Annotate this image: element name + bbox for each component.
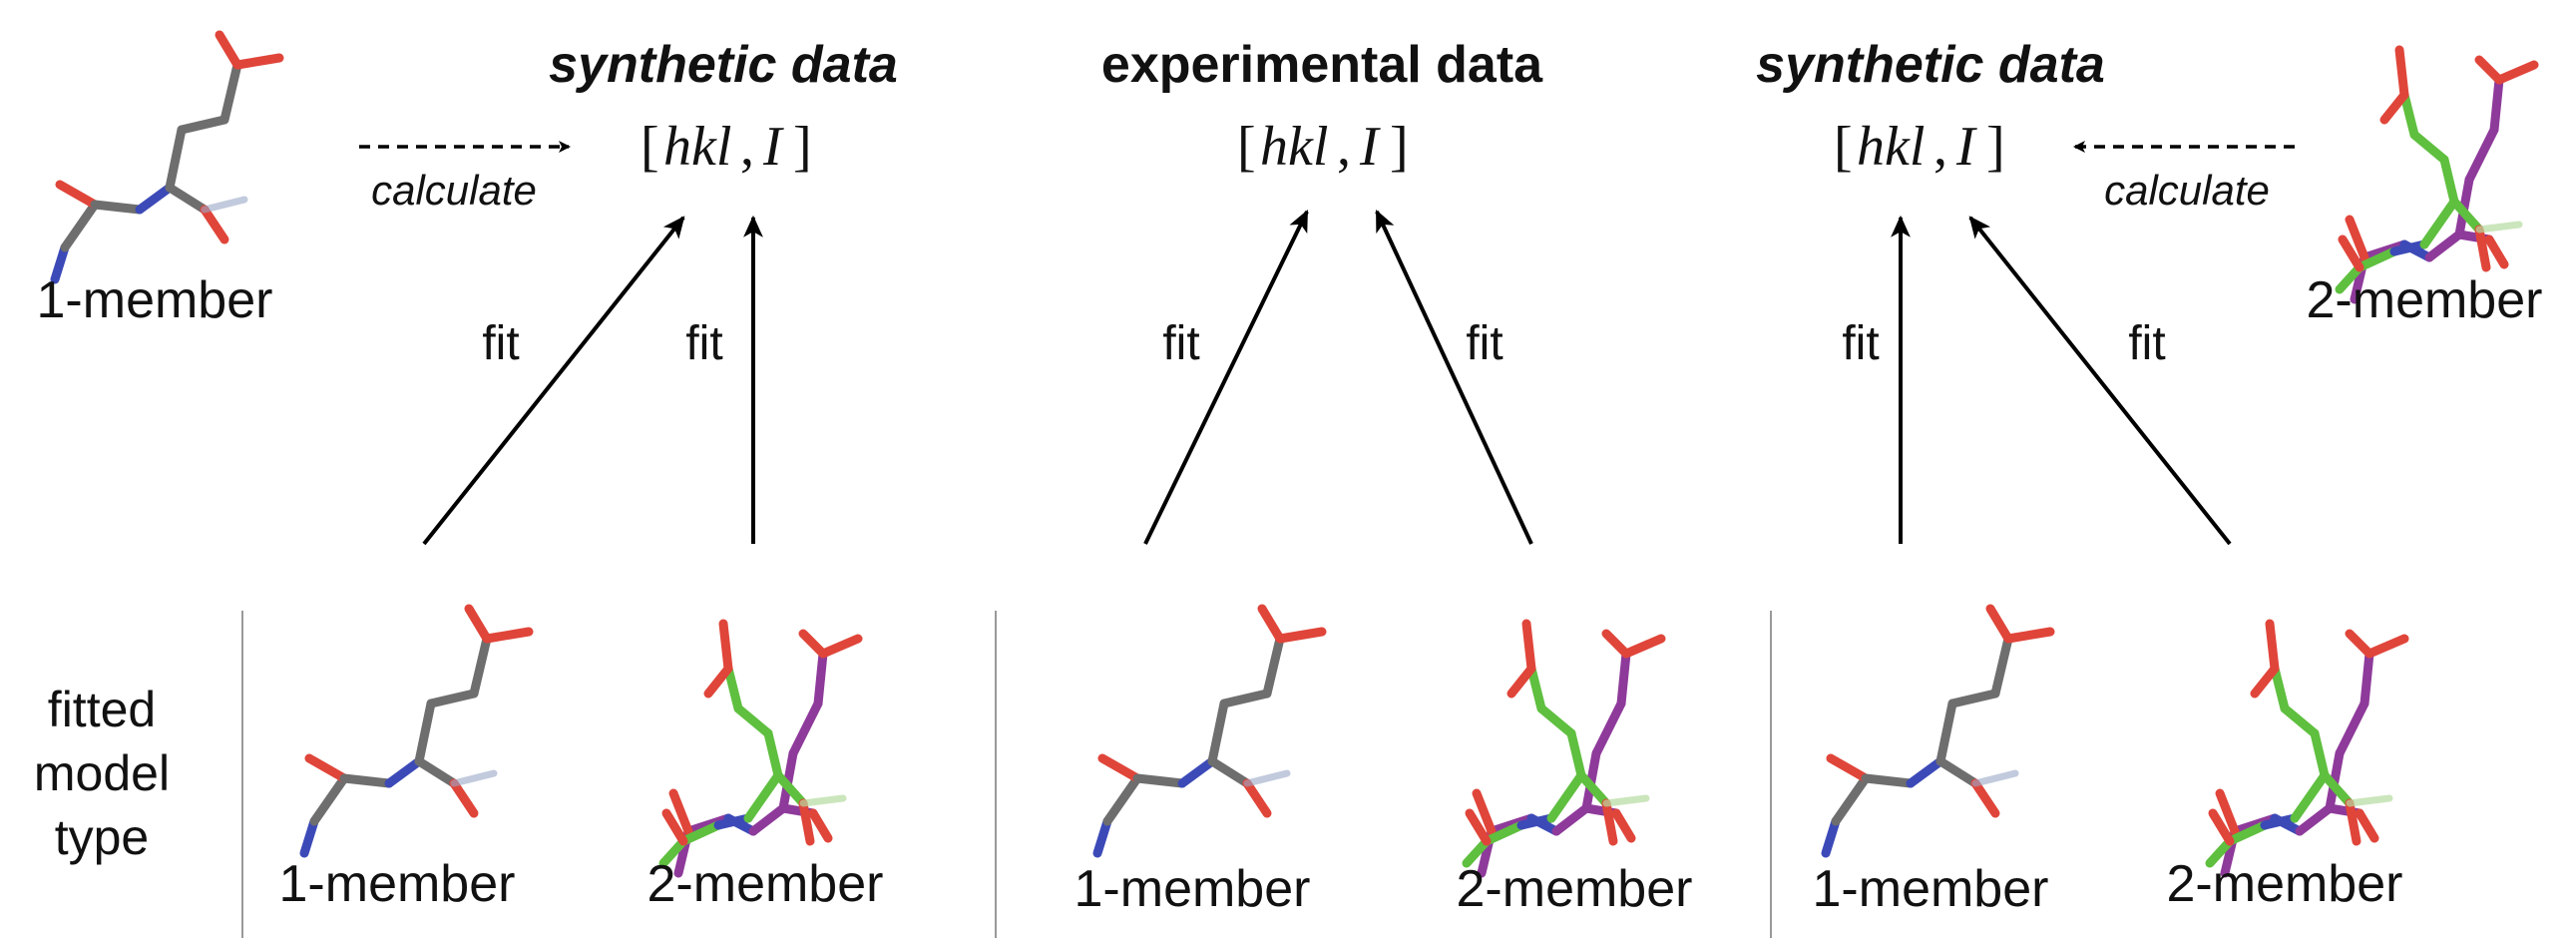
fit-arrow-3	[1143, 210, 1309, 545]
fit-arrow-4	[1375, 210, 1533, 545]
fitted-label-3: 1-member	[1074, 860, 1311, 918]
header-right: synthetic data	[1756, 36, 2105, 94]
svg-text:I: I	[1359, 116, 1381, 178]
fitted-label-5: 1-member	[1813, 860, 2049, 918]
fitted-label-6: 2-member	[2167, 855, 2403, 913]
svg-text:,: ,	[1337, 116, 1351, 178]
fitted-model-type-label: fitted model type	[34, 682, 170, 865]
fit-label-6: fit	[2128, 317, 2165, 370]
svg-text:hkl: hkl	[663, 116, 731, 178]
calculate-label-right: calculate	[2104, 167, 2270, 214]
calculate-label-left: calculate	[371, 167, 537, 214]
fitted-molecule-5	[1826, 609, 2050, 853]
fitted-label-2: 2-member	[647, 855, 884, 913]
svg-text:fitted: fitted	[48, 682, 156, 737]
svg-text:]: ]	[793, 116, 812, 178]
svg-text:I: I	[1955, 116, 1977, 178]
data-label-middle: [ hkl , I ]	[1237, 116, 1409, 178]
fitted-molecule-4	[1467, 624, 1661, 873]
fitted-molecule-1	[304, 609, 529, 853]
fit-arrow-6	[1968, 216, 2232, 546]
fitted-molecule-6	[2210, 624, 2404, 873]
source-molecule-2member	[2340, 50, 2534, 299]
source-label-right: 2-member	[2307, 271, 2543, 329]
svg-text:,: ,	[1933, 116, 1947, 178]
svg-text:]: ]	[1390, 116, 1409, 178]
svg-text:hkl: hkl	[1260, 116, 1328, 178]
svg-text:hkl: hkl	[1857, 116, 1925, 178]
fit-label-1: fit	[482, 317, 519, 370]
svg-text:[: [	[641, 116, 659, 178]
fit-label-4: fit	[1466, 317, 1503, 370]
header-left: synthetic data	[549, 36, 898, 94]
data-label-left: [ hkl , I ]	[641, 116, 812, 178]
svg-text:[: [	[1237, 116, 1256, 178]
fit-arrow-1	[422, 216, 685, 546]
svg-text:type: type	[55, 809, 150, 865]
fit-label-2: fit	[685, 317, 722, 370]
svg-text:,: ,	[740, 116, 754, 178]
svg-text:model: model	[34, 745, 170, 801]
source-molecule-1member	[55, 35, 279, 279]
fitted-molecule-2	[663, 624, 858, 873]
svg-text:[: [	[1834, 116, 1853, 178]
header-middle: experimental data	[1101, 36, 1543, 94]
svg-text:]: ]	[1986, 116, 2005, 178]
fit-label-5: fit	[1842, 317, 1879, 370]
fitted-label-1: 1-member	[279, 855, 516, 913]
fitted-molecule-3	[1097, 609, 1322, 853]
data-label-right: [ hkl , I ]	[1834, 116, 2005, 178]
fitted-label-4: 2-member	[1457, 860, 1693, 918]
svg-text:I: I	[762, 116, 784, 178]
source-label-left: 1-member	[37, 271, 273, 329]
fit-label-3: fit	[1162, 317, 1199, 370]
